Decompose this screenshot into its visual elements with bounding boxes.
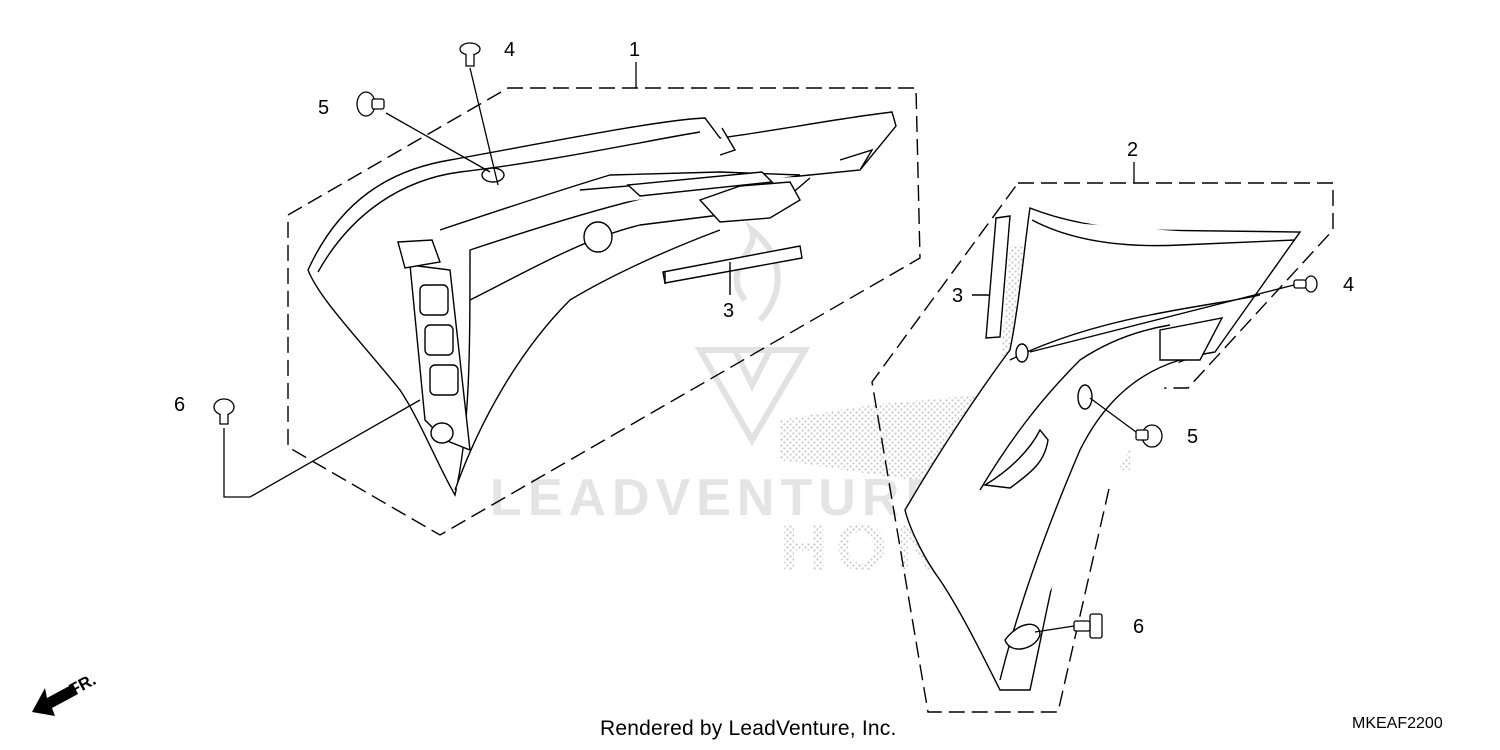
part-1-group-boundary xyxy=(287,87,921,536)
callout-2: 2 xyxy=(1127,139,1138,161)
fastener-6-left xyxy=(213,398,421,498)
leadventure-watermark: LEADVENTURE xyxy=(490,469,946,527)
fastener-5-left xyxy=(356,91,491,173)
callout-3-right: 3 xyxy=(952,285,963,307)
callout-4-right: 4 xyxy=(1343,274,1354,296)
callout-5-right: 5 xyxy=(1187,426,1198,448)
part-2-group xyxy=(871,182,1334,713)
bolt-icon xyxy=(213,398,235,416)
callout-1: 1 xyxy=(629,39,640,61)
insulator-part-3-left xyxy=(662,245,803,284)
front-direction-indicator: FR. xyxy=(32,670,99,716)
diagram-code: MKEAF2200 xyxy=(1352,715,1443,732)
callout-4-left: 4 xyxy=(504,39,515,61)
fastener-5-right xyxy=(1089,397,1163,448)
callout-6-left: 6 xyxy=(174,394,185,416)
fastener-4-left xyxy=(459,42,499,186)
screw-icon xyxy=(1304,275,1318,293)
insulator-part-3-right xyxy=(985,215,1011,339)
arrow-icon xyxy=(32,684,78,716)
callout-lines xyxy=(635,62,1135,183)
render-credit: Rendered by LeadVenture, Inc. xyxy=(600,717,897,740)
callout-5-left: 5 xyxy=(318,97,329,119)
fastener-6-right xyxy=(1034,613,1103,639)
left-radiator-shroud xyxy=(307,111,897,497)
right-radiator-shroud xyxy=(904,207,1302,691)
callout-3-left: 3 xyxy=(723,300,734,322)
bolt-icon xyxy=(1089,613,1103,639)
part-1-group xyxy=(287,87,921,536)
screw-icon xyxy=(459,42,481,56)
callout-6-right: 6 xyxy=(1133,616,1144,638)
fastener-4-right xyxy=(1029,275,1318,353)
